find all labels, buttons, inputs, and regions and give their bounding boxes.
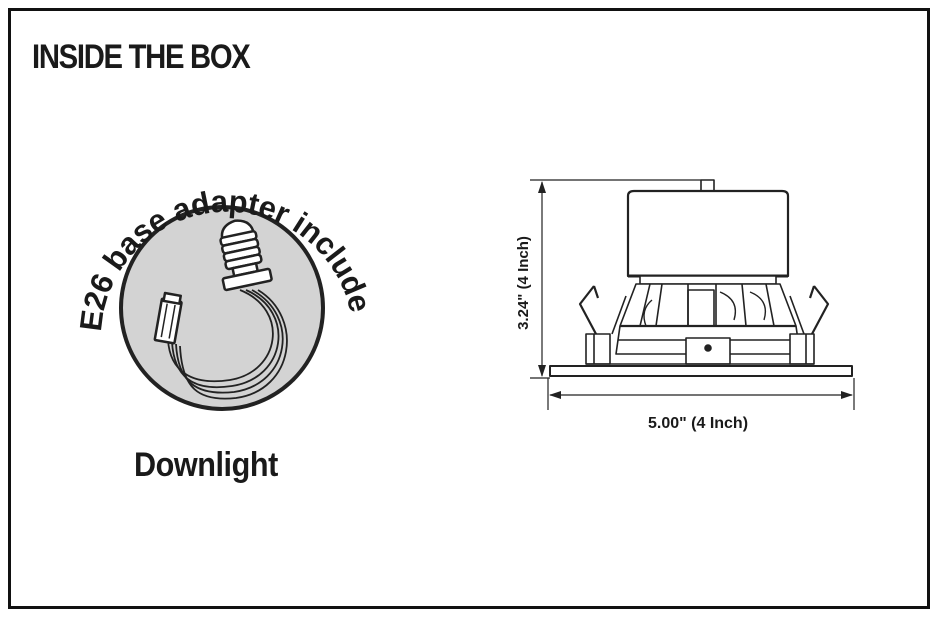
width-dimension-label: 5.00" (4 Inch) <box>648 415 748 432</box>
downlight-side-view-icon <box>549 179 853 377</box>
height-dimension-label: 3.24" (4 Inch) <box>515 236 532 330</box>
adapter-illustration: E26 base adapter included <box>0 0 378 411</box>
product-caption: Downlight <box>134 446 278 484</box>
dimension-lines <box>530 179 855 410</box>
e26-socket-adapter-icon <box>153 219 288 400</box>
page-title: INSIDE THE BOX <box>32 38 251 76</box>
